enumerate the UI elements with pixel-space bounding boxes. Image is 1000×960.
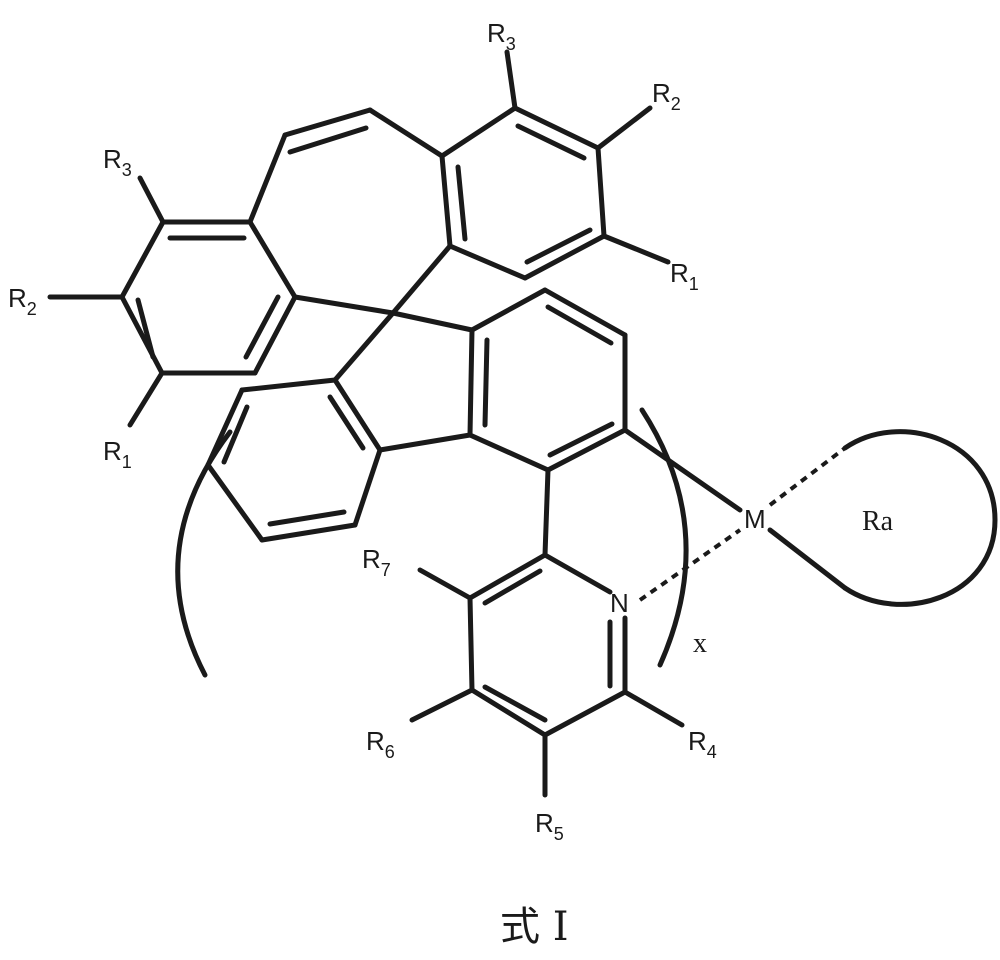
label-r5: R5 <box>535 808 564 844</box>
cycloheptene-bridge <box>250 110 442 222</box>
left-bracket <box>178 432 230 675</box>
label-r3-top: R3 <box>487 18 516 54</box>
label-x: x <box>693 628 707 659</box>
label-metal: M <box>744 504 766 534</box>
label-r2-top: R2 <box>652 78 681 114</box>
label-r2-left: R2 <box>8 283 37 319</box>
label-r3-left: R3 <box>103 144 132 180</box>
top-right-benzene-ring <box>442 108 604 278</box>
left-benzene-ring <box>122 222 295 373</box>
substituent-bonds <box>50 52 682 795</box>
label-r6: R6 <box>366 726 395 762</box>
pyridine-ring <box>470 470 625 735</box>
label-r1-left: R1 <box>103 436 132 472</box>
spiro-center-bonds <box>295 246 472 380</box>
label-nitrogen: N <box>610 588 629 618</box>
metal-coordination-bonds <box>625 430 995 604</box>
fluorene-five-ring-bond <box>380 435 470 450</box>
formula-caption: 式 I <box>500 904 569 950</box>
label-ra: Ra <box>862 506 894 537</box>
label-r7: R7 <box>362 544 391 580</box>
fluorene-right-benzene-ring <box>470 290 625 470</box>
label-r1-top: R1 <box>670 258 699 294</box>
fluorene-left-benzene-ring <box>208 380 380 540</box>
label-r4: R4 <box>688 726 717 762</box>
